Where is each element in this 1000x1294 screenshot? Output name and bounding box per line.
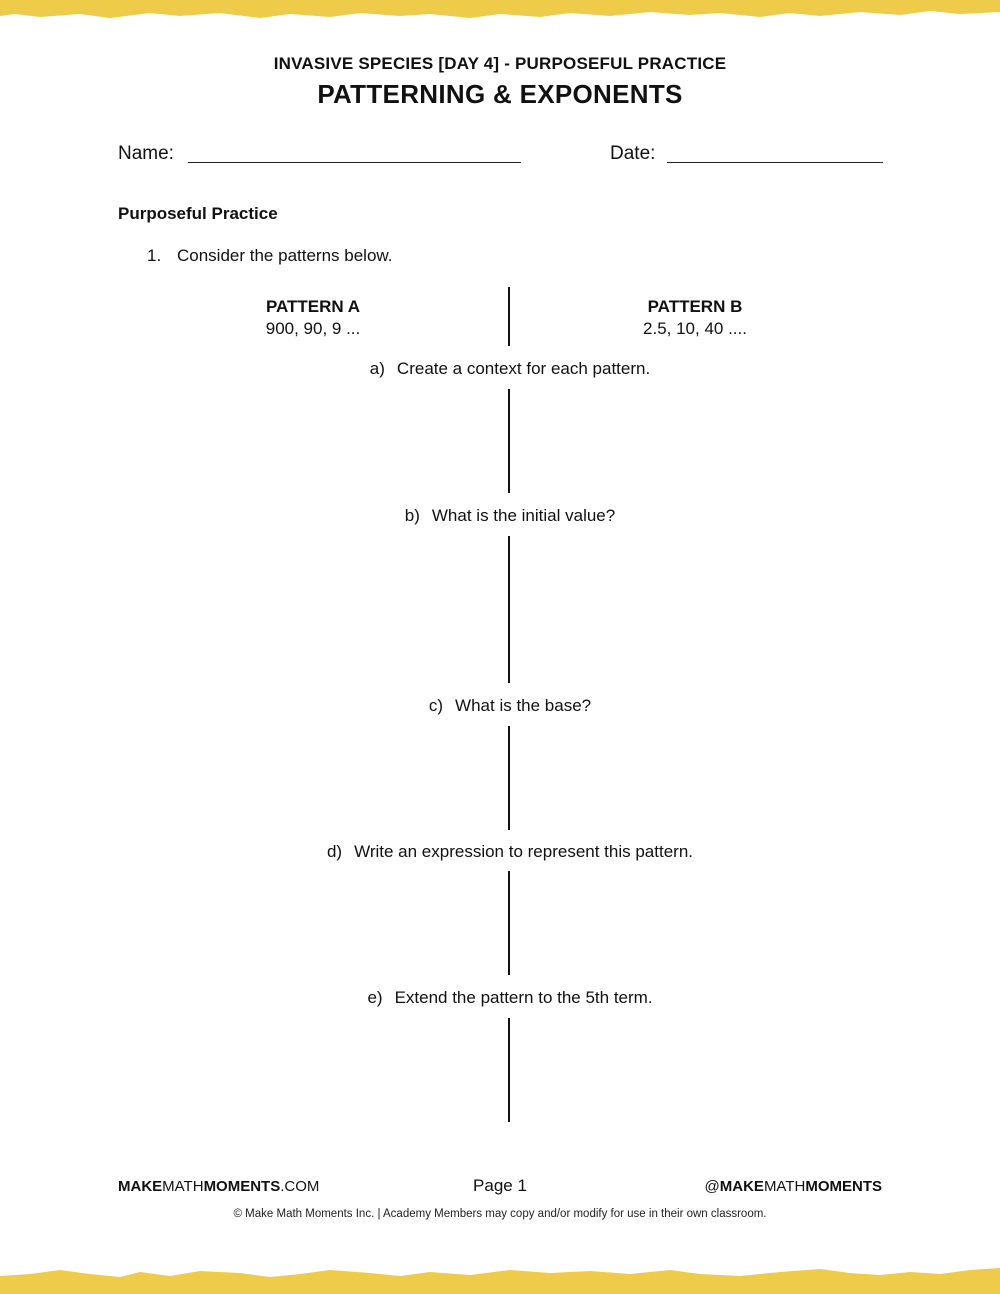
- column-divider: [508, 536, 510, 683]
- pattern-a-heading: PATTERN A: [265, 297, 361, 316]
- pattern-b-heading: PATTERN B: [647, 297, 743, 316]
- worksheet-subtitle: INVASIVE SPECIES [DAY 4] - PURPOSEFUL PR…: [273, 54, 727, 73]
- sub-question-label: d): [326, 842, 343, 861]
- brand-math: MATH: [162, 1178, 204, 1195]
- pattern-a-sequence: 900, 90, 9 ...: [265, 319, 361, 338]
- worksheet-title: PATTERNING & EXPONENTS: [317, 79, 683, 109]
- brand-make: MAKE: [118, 1178, 163, 1195]
- name-field[interactable]: [188, 162, 521, 163]
- brand-moments: MOMENTS: [805, 1178, 882, 1195]
- sub-question-text: Write an expression to represent this pa…: [354, 842, 694, 861]
- footer-website[interactable]: MAKEMATHMOMENTS.COM: [118, 1178, 319, 1195]
- bottom-brush-banner: [0, 1264, 1000, 1294]
- sub-question-label: c): [428, 696, 444, 715]
- name-label: Name:: [118, 143, 174, 164]
- footer-social-handle[interactable]: @MAKEMATHMOMENTS: [705, 1178, 882, 1195]
- sub-question-a: a) Create a context for each pattern.: [0, 359, 1000, 379]
- column-divider: [508, 389, 510, 493]
- sub-question-b: b) What is the initial value?: [0, 506, 1000, 526]
- column-divider: [508, 1018, 510, 1122]
- top-brush-banner: [0, 0, 1000, 26]
- sub-question-c: c) What is the base?: [0, 696, 1000, 716]
- question-text: Consider the patterns below.: [177, 246, 393, 265]
- copyright-notice: © Make Math Moments Inc. | Academy Membe…: [233, 1208, 767, 1220]
- section-title: Purposeful Practice: [118, 204, 278, 223]
- sub-question-label: e): [367, 988, 383, 1007]
- sub-question-text: Create a context for each pattern.: [396, 359, 651, 378]
- question-number: 1.: [147, 246, 162, 265]
- brand-moments: MOMENTS: [203, 1178, 281, 1195]
- brand-math: MATH: [763, 1178, 806, 1195]
- sub-question-d: d) Write an expression to represent this …: [0, 842, 1000, 862]
- at-sign: @: [704, 1178, 720, 1195]
- date-field[interactable]: [667, 162, 883, 163]
- sub-question-label: a): [369, 359, 385, 378]
- sub-question-label: b): [404, 506, 420, 525]
- date-label: Date:: [610, 143, 656, 164]
- column-divider: [508, 287, 510, 346]
- column-divider: [508, 726, 510, 830]
- sub-question-text: What is the initial value?: [431, 506, 616, 525]
- column-divider: [508, 871, 510, 975]
- sub-question-text: What is the base?: [455, 696, 592, 715]
- brand-domain: .COM: [280, 1178, 320, 1195]
- sub-question-e: e) Extend the pattern to the 5th term.: [0, 988, 1000, 1008]
- brand-make: MAKE: [719, 1178, 764, 1195]
- sub-question-text: Extend the pattern to the 5th term.: [394, 988, 653, 1007]
- pattern-b-sequence: 2.5, 10, 40 ....: [643, 319, 747, 338]
- page-number: Page 1: [473, 1176, 527, 1195]
